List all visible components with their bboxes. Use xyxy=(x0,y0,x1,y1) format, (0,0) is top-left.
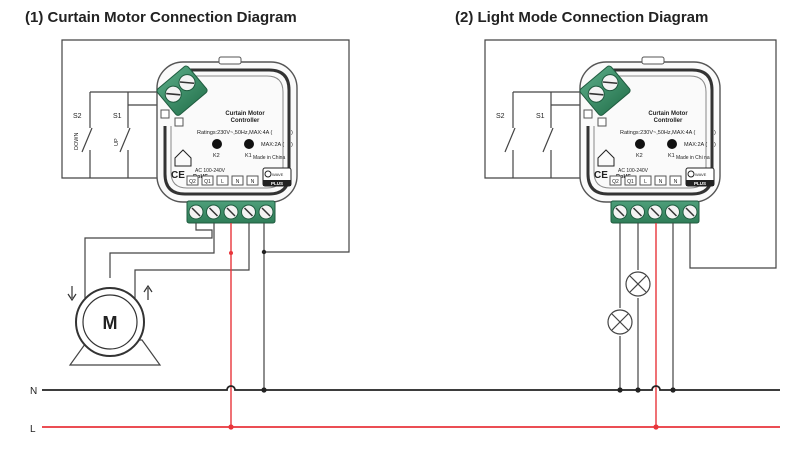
left-rohs-mark: RoHS xyxy=(193,174,208,180)
right-ratings-close: ) xyxy=(714,130,716,136)
neutral-junctions xyxy=(261,387,676,393)
right-ratings: Ratings:230V~,50Hz,MAX:4A ( xyxy=(620,130,696,136)
motor-label: M xyxy=(103,313,118,333)
left-ac-rating: AC 100-240V xyxy=(195,168,226,174)
left-k1-button xyxy=(244,139,254,149)
right-device-name-1: Curtain Motor xyxy=(648,111,688,117)
left-terminal-n2: N xyxy=(251,179,255,185)
right-switch-wiring xyxy=(504,84,602,178)
left-down-label: DOWN xyxy=(74,133,80,150)
right-k2-button xyxy=(635,139,645,149)
left-zwave-plus-logo: WAVE PLUS xyxy=(262,167,292,187)
right-terminal-q1: Q1 xyxy=(627,179,634,185)
left-made-in: Made in China xyxy=(253,155,285,161)
svg-text:PLUS: PLUS xyxy=(694,181,706,186)
left-terminal-l: L xyxy=(221,179,224,185)
right-lamp-wiring xyxy=(619,223,691,390)
left-motor: M xyxy=(67,284,162,366)
left-diagram: S2 S1 DOWN UP Curtain Motor Controller R… xyxy=(61,39,350,427)
left-s1-label: S1 xyxy=(113,113,122,120)
right-terminal-labels: Q2 Q1 L N N xyxy=(609,175,682,186)
neutral-line xyxy=(42,385,780,391)
right-diagram: S2 S1 Curtain Motor Controller Ratings:2… xyxy=(484,39,777,427)
lamp-icon xyxy=(607,309,633,335)
right-rohs-mark: RoHS xyxy=(616,174,631,180)
right-k1-label: K1 xyxy=(668,153,675,159)
left-terminal-labels: Q2 Q1 L N N xyxy=(186,175,259,186)
svg-text:PLUS: PLUS xyxy=(271,181,283,186)
right-k2-label: K2 xyxy=(636,153,643,159)
right-frame-wire xyxy=(484,39,777,269)
left-k2-button xyxy=(212,139,222,149)
svg-text:WAVE: WAVE xyxy=(272,172,284,177)
right-terminal-q2: Q2 xyxy=(612,179,619,185)
left-max-led-close: ) xyxy=(291,142,293,148)
left-k1-label: K1 xyxy=(245,153,252,159)
left-s2-label: S2 xyxy=(73,113,82,120)
right-k1-button xyxy=(667,139,677,149)
left-ratings: Ratings:230V~,50Hz,MAX:4A ( xyxy=(197,130,273,136)
right-s1-label: S1 xyxy=(536,113,545,120)
right-max-led: MAX:2A ( xyxy=(684,142,707,148)
right-zwave-plus-logo: WAVE PLUS xyxy=(685,167,715,187)
left-k2-label: K2 xyxy=(213,153,220,159)
left-terminal-q2: Q2 xyxy=(189,179,196,185)
left-device-name-1: Curtain Motor xyxy=(225,111,265,117)
power-bus: N L xyxy=(30,249,780,435)
left-diagram-title: (1) Curtain Motor Connection Diagram xyxy=(25,9,297,26)
live-label: L xyxy=(30,424,36,435)
right-diagram-title: (2) Light Mode Connection Diagram xyxy=(455,9,709,26)
left-up-label: UP xyxy=(114,138,120,146)
right-s2-label: S2 xyxy=(496,113,505,120)
left-terminal-q1: Q1 xyxy=(204,179,211,185)
right-home-icon xyxy=(597,149,615,167)
right-ce-mark: CE xyxy=(594,170,608,181)
left-screw-terminal xyxy=(186,200,276,224)
right-terminal-n2: N xyxy=(674,179,678,185)
left-home-icon xyxy=(174,149,192,167)
right-max-led-close: ) xyxy=(714,142,716,148)
lamp-icon xyxy=(625,271,651,297)
left-max-led: MAX:2A ( xyxy=(261,142,284,148)
svg-text:WAVE: WAVE xyxy=(695,172,707,177)
right-screw-terminal xyxy=(610,200,700,224)
left-frame-wire xyxy=(61,39,350,253)
left-device-name-2: Controller xyxy=(231,118,260,124)
right-made-in: Made in Chi na xyxy=(676,155,710,161)
neutral-label: N xyxy=(30,386,37,397)
right-terminal-n1: N xyxy=(659,179,663,185)
left-ce-mark: CE xyxy=(171,170,185,181)
right-terminal-l: L xyxy=(644,179,647,185)
left-terminal-n1: N xyxy=(236,179,240,185)
left-ratings-close: ) xyxy=(291,130,293,136)
block-junctions xyxy=(229,249,267,255)
right-device-name-2: Controller xyxy=(654,118,683,124)
right-ac-rating: AC 100-240V xyxy=(618,168,649,174)
left-motor-wiring xyxy=(84,223,265,390)
live-junctions xyxy=(228,424,659,430)
